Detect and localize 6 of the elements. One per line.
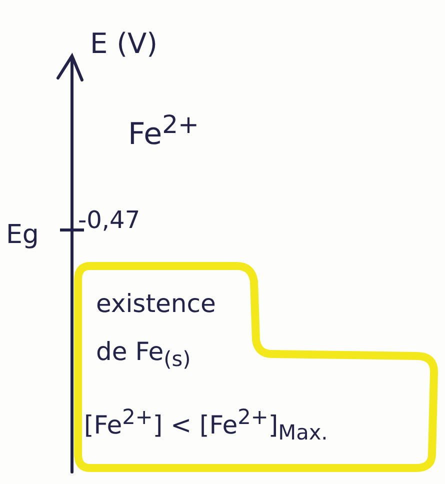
region-text: existence de Fe$_{(s)}$ [96, 288, 217, 372]
axis-label: E (V) [90, 30, 158, 58]
region-text: [Fe$^{2+}$] < [Fe$^{2+}$]$_{Max.}$ [84, 404, 329, 446]
axis-label: Eg [6, 222, 39, 248]
axis-label: Fe$^{2+}$ [128, 112, 199, 150]
axis-label: -0,47 [78, 208, 140, 232]
